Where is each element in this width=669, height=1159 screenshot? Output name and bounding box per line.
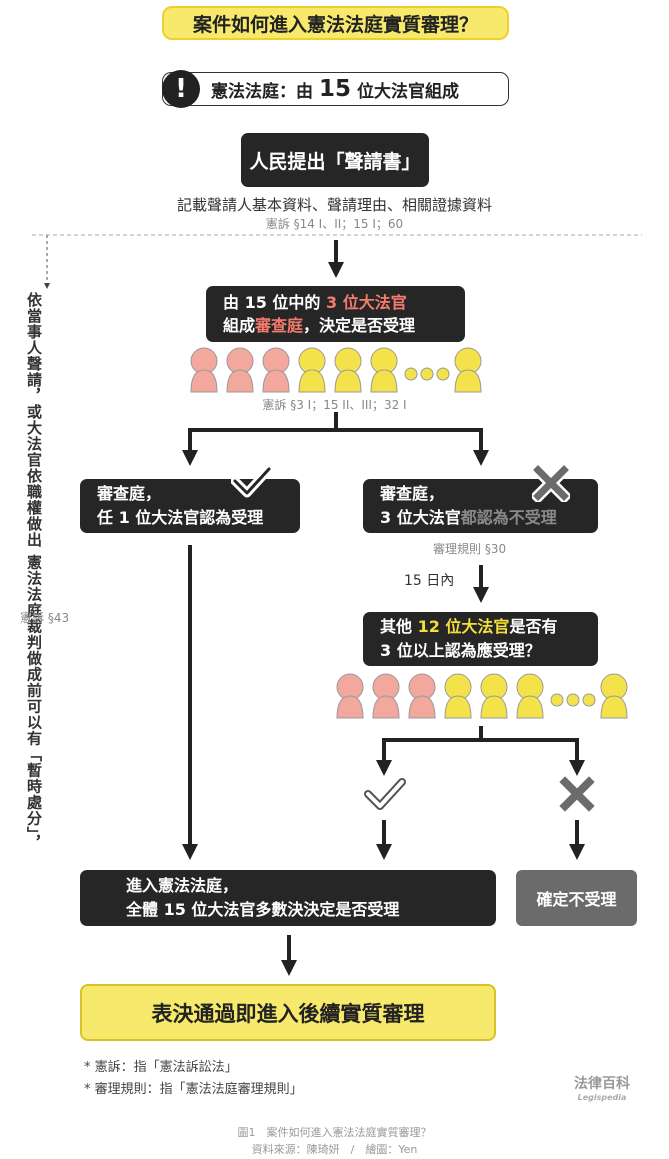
petition-box: 人民提出「聲請書」 bbox=[241, 133, 429, 187]
justice-pending-icon bbox=[444, 673, 472, 719]
justice-pending-icon bbox=[600, 673, 628, 719]
justice-accept-icon bbox=[226, 347, 254, 393]
arrow-to-no bbox=[481, 738, 585, 776]
right-branch-cite: 審理規則 §30 bbox=[433, 542, 507, 556]
other-line1-b: 12 位大法官 bbox=[417, 617, 510, 636]
other-justices-box: 其他 12 位大法官是否有 3 位以上認為應受理？ bbox=[363, 612, 598, 666]
ellipsis-dots-icon bbox=[550, 693, 596, 707]
arrow-to-right-branch bbox=[336, 428, 489, 466]
side-note-cite: 憲訴 §43 bbox=[20, 611, 70, 625]
side-note-col2: 憲法法庭裁判做成前可以有「暫時處分」， bbox=[25, 554, 43, 851]
justice-pending-icon bbox=[516, 673, 544, 719]
review-line2-a: 組成 bbox=[223, 316, 256, 335]
brand-name: 法律百科 bbox=[574, 1076, 630, 1092]
review-cite: 憲訴 §3 I；15 II、III；32 I bbox=[262, 398, 407, 412]
left-branch-line2: 任 1 位大法官認為受理 bbox=[97, 508, 264, 527]
review-line2-b: 審查庭 bbox=[255, 316, 304, 335]
justice-accept-icon bbox=[190, 347, 218, 393]
petition-desc: 記載聲請人基本資料、聲請理由、相關證據資料 bbox=[176, 196, 492, 214]
court-info-prefix: 憲法法庭：由 bbox=[211, 81, 313, 102]
footnote-1: * 憲訴：指「憲法訴訟法」 bbox=[84, 1060, 238, 1075]
check-icon bbox=[231, 464, 273, 498]
exclamation-icon: ! bbox=[162, 70, 200, 108]
enter-court-box: 進入憲法法庭， 全體 15 位大法官多數決決定是否受理 bbox=[80, 870, 496, 926]
justice-pending-icon bbox=[298, 347, 326, 393]
figure-caption: 圖1 案件如何進入憲法法庭實質審理？ bbox=[237, 1126, 432, 1139]
ellipsis-dots-icon bbox=[404, 367, 450, 381]
court-info-suffix: 位大法官組成 bbox=[357, 81, 460, 102]
side-note-col1: 依當事人聲請，或大法官依職權做出 bbox=[25, 292, 43, 548]
other-line1-c: 是否有 bbox=[509, 617, 558, 636]
justices-row-2 bbox=[336, 673, 628, 719]
court-info: 憲法法庭：由 15 位大法官組成 bbox=[162, 72, 509, 106]
review-line1-b: 3 位大法官 bbox=[326, 293, 407, 312]
petition-cite: 憲訴 §14 I、II；15 I；60 bbox=[265, 217, 404, 231]
justices-row-1 bbox=[190, 347, 482, 393]
gray-cross-icon bbox=[559, 776, 595, 812]
source-caption: 資料來源：陳琦妍 / 繪圖：Yen bbox=[251, 1143, 418, 1156]
enter-court-line2: 全體 15 位大法官多數決決定是否受理 bbox=[126, 900, 400, 919]
right-branch-line2-b: 都認為不受理 bbox=[460, 508, 557, 527]
justice-accept-icon bbox=[372, 673, 400, 719]
cross-icon bbox=[532, 464, 570, 502]
reject-box: 確定不受理 bbox=[516, 870, 637, 926]
court-info-number: 15 bbox=[319, 76, 352, 102]
page-title: 案件如何進入憲法法庭實質審理？ bbox=[162, 6, 509, 40]
justice-accept-icon bbox=[336, 673, 364, 719]
other-line2: 3 位以上認為應受理？ bbox=[380, 641, 541, 660]
arrow-to-yes bbox=[376, 726, 483, 776]
right-branch-line1: 審查庭， bbox=[380, 484, 445, 503]
other-line1-a: 其他 bbox=[380, 617, 413, 636]
review-line2-c: ，決定是否受理 bbox=[303, 316, 416, 335]
justice-pending-icon bbox=[480, 673, 508, 719]
left-branch-box: 審查庭， 任 1 位大法官認為受理 bbox=[80, 479, 300, 533]
review-line1-a: 由 15 位中的 bbox=[223, 293, 321, 312]
right-branch-line2-a: 3 位大法官 bbox=[380, 508, 461, 527]
justice-accept-icon bbox=[408, 673, 436, 719]
brand-logo: 法律百科 Legispedia bbox=[570, 1073, 634, 1102]
justice-pending-icon bbox=[334, 347, 362, 393]
brand-sub: Legispedia bbox=[577, 1093, 627, 1102]
outline-check-icon bbox=[364, 778, 406, 810]
justice-accept-icon bbox=[262, 347, 290, 393]
justice-pending-icon bbox=[454, 347, 482, 393]
enter-court-line1: 進入憲法法庭， bbox=[126, 876, 239, 895]
review-panel-box: 由 15 位中的 3 位大法官 組成審查庭，決定是否受理 bbox=[206, 286, 465, 342]
side-note: 依當事人聲請，或大法官依職權做出 憲法法庭裁判做成前可以有「暫時處分」， bbox=[21, 292, 47, 851]
timing-label: 15 日內 bbox=[404, 573, 455, 589]
left-branch-line1: 審查庭， bbox=[97, 484, 162, 503]
footnote-2: * 審理規則：指「憲法法庭審理規則」 bbox=[84, 1082, 303, 1097]
final-box: 表決通過即進入後續實質審理 bbox=[80, 984, 496, 1041]
justice-pending-icon bbox=[370, 347, 398, 393]
arrow-to-left-branch bbox=[182, 412, 338, 466]
